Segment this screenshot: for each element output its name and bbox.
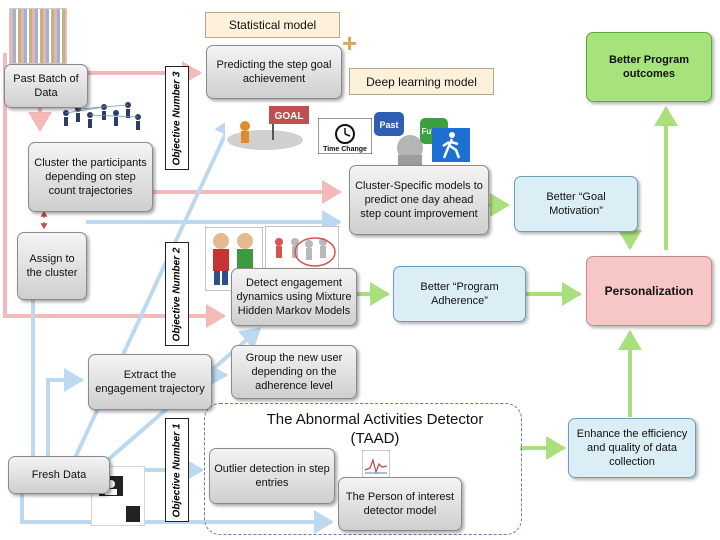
people-network-icon xyxy=(63,102,141,130)
group-new-user-box: Group the new user depending on the adhe… xyxy=(231,345,357,399)
taad-title: The Abnormal Activities Detector (TAAD) xyxy=(244,410,506,448)
cluster-participants-box: Cluster the participants depending on st… xyxy=(28,142,153,212)
better-program-adherence-box: Better “Program Adherence” xyxy=(393,266,526,322)
deep-learning-model-label: Deep learning model xyxy=(349,68,494,95)
predict-step-goal-box: Predicting the step goal achievement xyxy=(206,45,342,99)
outlier-detection-box: Outlier detection in step entries xyxy=(209,448,335,504)
objective-1-label: Objective Number 1 xyxy=(165,418,189,522)
extract-engagement-box: Extract the engagement trajectory xyxy=(88,354,212,410)
better-goal-motivation-box: Better “Goal Motivation” xyxy=(514,176,638,232)
taad-title-line2: (TAAD) xyxy=(350,430,400,447)
svg-text:Past: Past xyxy=(379,120,398,130)
plus-sign: + xyxy=(342,28,358,58)
svg-text:Time Change: Time Change xyxy=(323,146,367,153)
svg-text:GOAL: GOAL xyxy=(275,111,304,122)
goal-figure-icon: GOAL xyxy=(225,100,313,156)
assign-cluster-box: Assign to the cluster xyxy=(17,232,87,300)
time-change-icon: Time Change xyxy=(318,118,372,154)
personalization-box: Personalization xyxy=(586,256,712,326)
walking-sign-icon xyxy=(432,128,470,162)
person-of-interest-box: The Person of interest detector model xyxy=(338,477,462,531)
taad-title-line1: The Abnormal Activities Detector xyxy=(266,411,484,428)
red-figures-group-icon xyxy=(265,226,339,272)
fresh-data-box: Fresh Data xyxy=(8,456,110,494)
detect-engagement-box: Detect engagement dynamics using Mixture… xyxy=(231,268,357,326)
taad-region xyxy=(204,403,522,535)
statistical-model-label: Statistical model xyxy=(205,12,340,38)
better-program-outcomes-box: Better Program outcomes xyxy=(586,32,712,102)
objective-2-label: Objective Number 2 xyxy=(165,242,189,346)
crowd-photo-icon xyxy=(9,8,67,64)
cluster-specific-models-box: Cluster-Specific models to predict one d… xyxy=(349,165,489,235)
green-arrows xyxy=(356,106,678,460)
past-batch-box: Past Batch of Data xyxy=(4,64,88,108)
pulse-chart-icon xyxy=(362,450,390,478)
objective-3-label: Objective Number 3 xyxy=(165,66,189,170)
past-future-thinker-icon: Past Future xyxy=(374,112,448,170)
enhance-efficiency-box: Enhance the efficiency and quality of da… xyxy=(568,418,696,478)
